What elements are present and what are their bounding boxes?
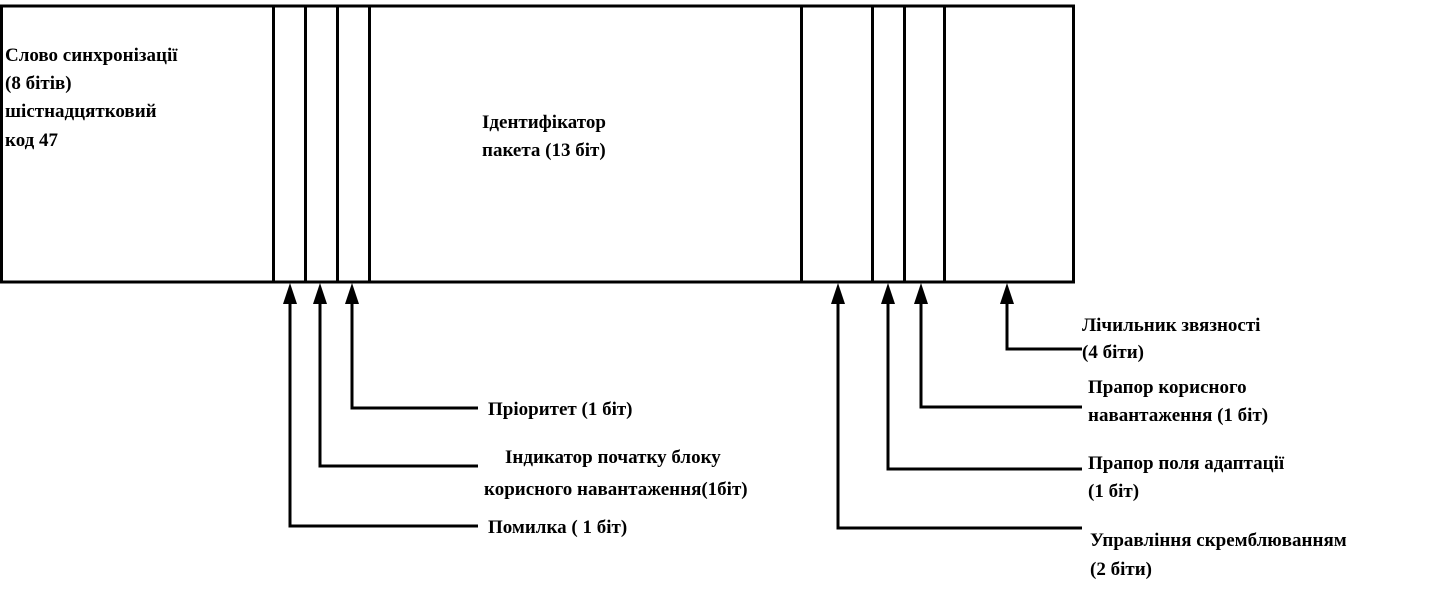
leader-payload-flag (914, 283, 1082, 409)
leader-adaptation-flag (881, 283, 1082, 471)
field-start-indicator (304, 4, 339, 284)
payload-flag-label: Прапор корисного навантаження (1 біт) (1088, 377, 1268, 426)
leader-continuity (1000, 283, 1082, 351)
leader-start-indicator (313, 283, 478, 468)
field-error (272, 4, 307, 284)
header-fields (0, 4, 1075, 284)
priority-label: Пріоритет (1 біт) (488, 399, 633, 420)
leader-error (283, 283, 478, 528)
adaptation-flag-label: Прапор поля адаптації (1 біт) (1088, 453, 1289, 502)
field-pid (368, 4, 803, 284)
scrambling-label: Управління скремблюванням (2 біти) (1090, 530, 1351, 580)
field-adaptation-flag (871, 4, 906, 284)
sync-byte-label: Слово синхронізації (8 бітів) шістнадцят… (5, 45, 182, 151)
continuity-label: Лічильник звязності (4 біти) (1082, 315, 1265, 363)
leader-scrambling (831, 283, 1082, 530)
leader-priority (345, 283, 478, 410)
field-priority (336, 4, 371, 284)
field-sync-byte (0, 4, 275, 284)
field-scrambling (800, 4, 874, 284)
pid-label: Ідентифікатор пакета (13 біт) (482, 112, 611, 161)
start-indicator-label: Індикатор початку блоку корисного навант… (484, 447, 748, 500)
field-continuity (943, 4, 1075, 284)
field-payload-flag (903, 4, 946, 284)
error-label: Помилка ( 1 біт) (488, 517, 627, 538)
